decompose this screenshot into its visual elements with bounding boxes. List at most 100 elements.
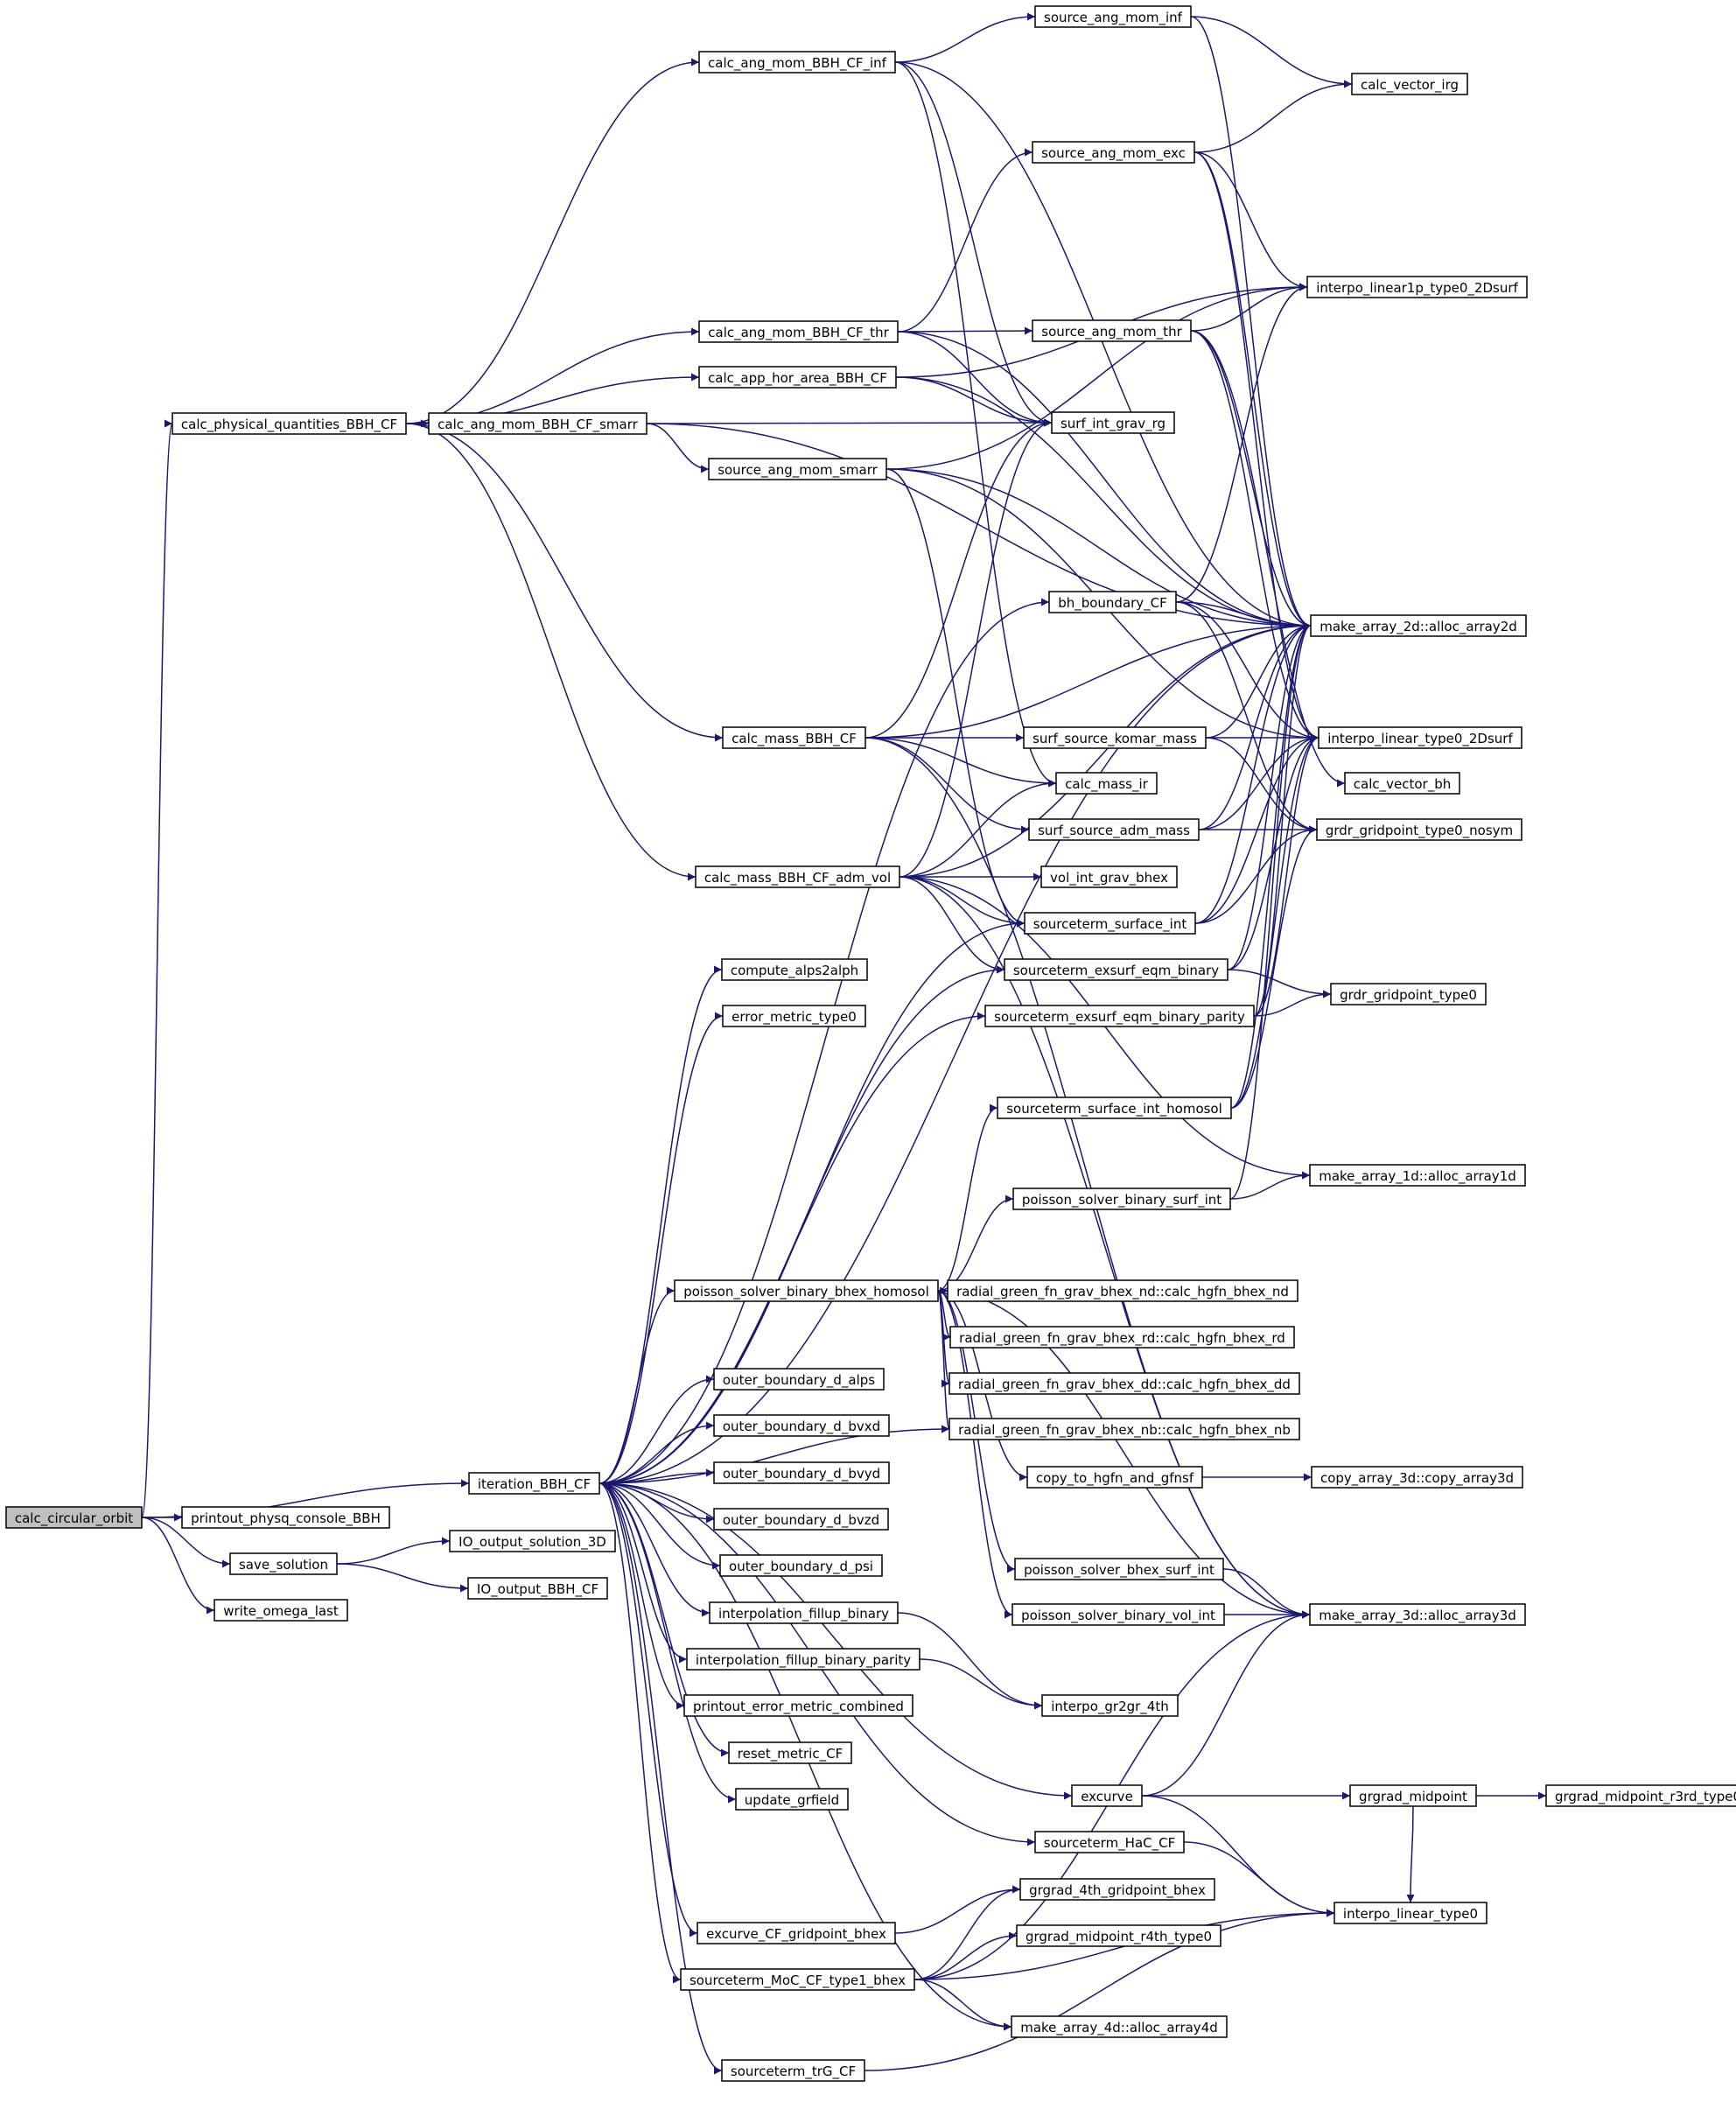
node-interpolation-fillup-binary[interactable]: interpolation_fillup_binary xyxy=(709,1601,899,1624)
node-source-ang-mom-exc[interactable]: source_ang_mom_exc xyxy=(1032,141,1195,164)
node-calc-ang-mom-bbh-cf-thr[interactable]: calc_ang_mom_BBH_CF_thr xyxy=(698,320,899,343)
node-grdr-gridpoint-type0[interactable]: grdr_gridpoint_type0 xyxy=(1330,983,1487,1005)
node-excurve[interactable]: excurve xyxy=(1071,1784,1143,1807)
node-excurve-cf-gridpoint-bhex[interactable]: excurve_CF_gridpoint_bhex xyxy=(696,1922,896,1944)
node-box xyxy=(698,320,899,343)
node-radial-green-fn-grav-bhex-nb-calc-hgfn-bhex-nb[interactable]: radial_green_fn_grav_bhex_nb::calc_hgfn_… xyxy=(948,1418,1300,1440)
node-printout-error-metric-combined[interactable]: printout_error_metric_combined xyxy=(683,1694,914,1717)
node-copy-array-3d-copy-array3d[interactable]: copy_array_3d::copy_array3d xyxy=(1311,1466,1523,1489)
node-label: make_array_3d::alloc_array3d xyxy=(1319,1608,1516,1624)
node-interpolation-fillup-binary-parity[interactable]: interpolation_fillup_binary_parity xyxy=(686,1648,920,1671)
node-interpo-gr2gr-4th[interactable]: interpo_gr2gr_4th xyxy=(1041,1694,1179,1717)
node-vol-int-grav-bhex[interactable]: vol_int_grav_bhex xyxy=(1040,865,1178,888)
node-grgrad-midpoint-r4th-type0[interactable]: grgrad_midpoint_r4th_type0 xyxy=(1016,1924,1222,1947)
edge-poisson_solver_bhex_surf_int-to-make_array_3d_alloc_array3d xyxy=(1222,1568,1311,1619)
node-box xyxy=(1309,1603,1526,1626)
node-update-grfield[interactable]: update_grfield xyxy=(735,1788,849,1811)
node-label: sourceterm_trG_CF xyxy=(731,2063,856,2080)
node-sourceterm-surface-int[interactable]: sourceterm_surface_int xyxy=(1024,912,1196,935)
node-box xyxy=(709,1601,899,1624)
node-save-solution[interactable]: save_solution xyxy=(229,1552,338,1575)
edge-calc_mass_BBH_CF-to-surf_int_grav_rg xyxy=(864,418,1053,739)
node-surf-source-komar-mass[interactable]: surf_source_komar_mass xyxy=(1023,726,1207,749)
node-calc-physical-quantities-bbh-cf[interactable]: calc_physical_quantities_BBH_CF xyxy=(172,412,407,435)
node-source-ang-mom-smarr[interactable]: source_ang_mom_smarr xyxy=(708,458,887,480)
node-grdr-gridpoint-type0-nosym[interactable]: grdr_gridpoint_type0_nosym xyxy=(1316,818,1522,841)
node-write-omega-last[interactable]: write_omega_last xyxy=(214,1599,348,1622)
node-box xyxy=(948,1372,1300,1395)
edge-iteration_BBH_CF-to-sourceterm_trG_CF xyxy=(598,1482,723,2075)
node-calc-circular-orbit[interactable]: calc_circular_orbit xyxy=(5,1506,143,1529)
node-outer-boundary-d-bvzd[interactable]: outer_boundary_d_bvzd xyxy=(713,1508,889,1531)
node-surf-source-adm-mass[interactable]: surf_source_adm_mass xyxy=(1028,818,1200,841)
node-reset-metric-cf[interactable]: reset_metric_CF xyxy=(728,1741,852,1764)
node-sourceterm-hac-cf[interactable]: sourceterm_HaC_CF xyxy=(1034,1831,1185,1853)
node-surf-int-grav-rg[interactable]: surf_int_grav_rg xyxy=(1051,411,1175,434)
node-make-array-1d-alloc-array1d[interactable]: make_array_1d::alloc_array1d xyxy=(1309,1164,1526,1187)
node-make-array-4d-alloc-array4d[interactable]: make_array_4d::alloc_array4d xyxy=(1011,2015,1228,2038)
node-copy-to-hgfn-and-gfnsf[interactable]: copy_to_hgfn_and_gfnsf xyxy=(1026,1466,1203,1489)
node-calc-mass-ir[interactable]: calc_mass_ir xyxy=(1055,772,1158,795)
node-source-ang-mom-inf[interactable]: source_ang_mom_inf xyxy=(1034,5,1192,28)
node-outer-boundary-d-bvyd[interactable]: outer_boundary_d_bvyd xyxy=(713,1461,890,1484)
node-sourceterm-moc-cf-type1-bhex[interactable]: sourceterm_MoC_CF_type1_bhex xyxy=(680,1968,915,1991)
node-box xyxy=(1019,1878,1215,1901)
node-grgrad-midpoint-r3rd-type0[interactable]: grgrad_midpoint_r3rd_type0 xyxy=(1545,1784,1736,1807)
node-grgrad-4th-gridpoint-bhex[interactable]: grgrad_4th_gridpoint_bhex xyxy=(1019,1878,1215,1901)
node-io-output-solution-3d[interactable]: IO_output_solution_3D xyxy=(449,1530,616,1552)
node-label: calc_mass_ir xyxy=(1065,776,1148,793)
node-box xyxy=(683,1694,914,1717)
node-outer-boundary-d-psi[interactable]: outer_boundary_d_psi xyxy=(719,1554,883,1577)
node-box xyxy=(948,1418,1300,1440)
edge-iteration_BBH_CF-to-outer_boundary_d_bvxd xyxy=(598,1421,715,1484)
node-calc-ang-mom-bbh-cf-smarr[interactable]: calc_ang_mom_BBH_CF_smarr xyxy=(428,412,648,435)
node-poisson-solver-binary-bhex-homosol[interactable]: poisson_solver_binary_bhex_homosol xyxy=(674,1279,939,1302)
node-io-output-bbh-cf[interactable]: IO_output_BBH_CF xyxy=(467,1577,608,1600)
edge-calc_ang_mom_BBH_CF_smarr-to-surf_int_grav_rg xyxy=(646,418,1053,427)
node-calc-ang-mom-bbh-cf-inf[interactable]: calc_ang_mom_BBH_CF_inf xyxy=(698,51,896,74)
node-poisson-solver-binary-surf-int[interactable]: poisson_solver_binary_surf_int xyxy=(1012,1188,1231,1210)
node-sourceterm-exsurf-eqm-binary-parity[interactable]: sourceterm_exsurf_eqm_binary_parity xyxy=(984,1005,1255,1027)
node-outer-boundary-d-bvxd[interactable]: outer_boundary_d_bvxd xyxy=(713,1414,890,1437)
node-make-array-3d-alloc-array3d[interactable]: make_array_3d::alloc_array3d xyxy=(1309,1603,1526,1626)
node-calc-vector-bh[interactable]: calc_vector_bh xyxy=(1344,772,1460,795)
node-sourceterm-surface-int-homosol[interactable]: sourceterm_surface_int_homosol xyxy=(997,1097,1232,1119)
node-label: reset_metric_CF xyxy=(738,1746,843,1762)
edge-sourceterm_surface_int_homosol-to-make_array_2d_alloc_array2d xyxy=(1230,621,1312,1109)
node-label: radial_green_fn_grav_bhex_dd::calc_hgfn_… xyxy=(958,1377,1291,1393)
node-printout-physq-console-bbh[interactable]: printout_physq_console_BBH xyxy=(181,1506,390,1529)
node-grgrad-midpoint[interactable]: grgrad_midpoint xyxy=(1349,1784,1477,1807)
node-calc-mass-bbh-cf-adm-vol[interactable]: calc_mass_BBH_CF_adm_vol xyxy=(695,865,900,888)
node-interpo-linear-type0-2dsurf[interactable]: interpo_linear_type0_2Dsurf xyxy=(1318,726,1522,749)
node-interpo-linear-type0[interactable]: interpo_linear_type0 xyxy=(1334,1902,1488,1924)
edge-poisson_solver_binary_bhex_homosol-to-make_array_3d_alloc_array3d xyxy=(937,1290,1311,1619)
edge-iteration_BBH_CF-to-printout_error_metric_combined xyxy=(598,1482,685,1710)
node-iteration-bbh-cf[interactable]: iteration_BBH_CF xyxy=(468,1472,600,1495)
node-poisson-solver-bhex-surf-int[interactable]: poisson_solver_bhex_surf_int xyxy=(1014,1558,1224,1580)
node-make-array-2d-alloc-array2d[interactable]: make_array_2d::alloc_array2d xyxy=(1310,614,1527,637)
node-box xyxy=(1012,1188,1231,1210)
node-radial-green-fn-grav-bhex-rd-calc-hgfn-bhex-rd[interactable]: radial_green_fn_grav_bhex_rd::calc_hgfn_… xyxy=(949,1326,1295,1349)
node-calc-mass-bbh-cf[interactable]: calc_mass_BBH_CF xyxy=(722,726,866,749)
node-calc-vector-irg[interactable]: calc_vector_irg xyxy=(1351,73,1468,95)
node-box xyxy=(1034,1831,1185,1853)
node-interpo-linear1p-type0-2dsurf[interactable]: interpo_linear1p_type0_2Dsurf xyxy=(1306,276,1528,298)
node-box xyxy=(686,1648,920,1671)
node-label: grgrad_midpoint_r3rd_type0 xyxy=(1555,1789,1736,1805)
node-sourceterm-trg-cf[interactable]: sourceterm_trG_CF xyxy=(721,2059,865,2082)
node-calc-app-hor-area-bbh-cf[interactable]: calc_app_hor_area_BBH_CF xyxy=(698,366,897,389)
node-label: calc_ang_mom_BBH_CF_thr xyxy=(708,325,889,341)
node-poisson-solver-binary-vol-int[interactable]: poisson_solver_binary_vol_int xyxy=(1012,1603,1225,1626)
edge-sourceterm_MoC_CF_type1_bhex-to-make_array_4d_alloc_array4d xyxy=(914,1979,1012,2031)
node-radial-green-fn-grav-bhex-nd-calc-hgfn-bhex-nd[interactable]: radial_green_fn_grav_bhex_nd::calc_hgfn_… xyxy=(947,1279,1298,1302)
node-label: bh_boundary_CF xyxy=(1058,595,1167,612)
edge-poisson_solver_binary_bhex_homosol-to-poisson_solver_binary_vol_int xyxy=(937,1290,1013,1619)
node-bh-boundary-cf[interactable]: bh_boundary_CF xyxy=(1048,591,1177,613)
node-outer-boundary-d-alps[interactable]: outer_boundary_d_alps xyxy=(713,1368,885,1391)
node-radial-green-fn-grav-bhex-dd-calc-hgfn-bhex-dd[interactable]: radial_green_fn_grav_bhex_dd::calc_hgfn_… xyxy=(948,1372,1300,1395)
node-error-metric-type0[interactable]: error_metric_type0 xyxy=(722,1005,866,1027)
node-sourceterm-exsurf-eqm-binary[interactable]: sourceterm_exsurf_eqm_binary xyxy=(1004,958,1228,981)
node-source-ang-mom-thr[interactable]: source_ang_mom_thr xyxy=(1032,319,1192,342)
node-compute-alps2alph[interactable]: compute_alps2alph xyxy=(721,958,868,981)
node-box xyxy=(1040,865,1178,888)
